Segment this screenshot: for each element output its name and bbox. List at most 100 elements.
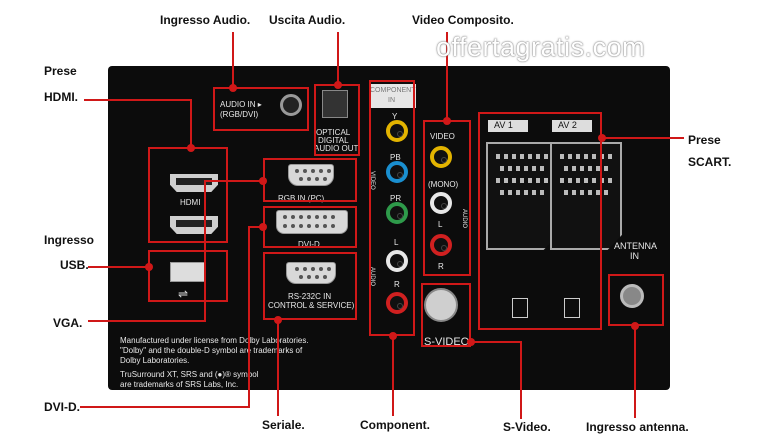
dolby-text-1: Manufactured under license from Dolby La…	[120, 336, 309, 345]
dot-uscita-audio	[334, 81, 342, 89]
scart-av1-port[interactable]	[486, 142, 558, 250]
dot-component	[389, 332, 397, 340]
callout-ingresso-audio: Ingresso Audio.	[160, 13, 251, 27]
composite-video-jack[interactable]	[430, 146, 452, 168]
highlight-rgb-in	[263, 158, 357, 202]
optical-label-2: DIGITAL	[318, 136, 349, 145]
highlight-antenna	[608, 274, 664, 326]
leader-dvi-v	[248, 226, 250, 408]
scart-av2-port[interactable]	[550, 142, 622, 250]
component-audio-l-jack[interactable]	[386, 250, 408, 272]
usb-icon: ⇌	[178, 287, 189, 301]
leader-ingresso-audio	[232, 32, 234, 88]
component-header	[370, 84, 416, 108]
s-video-port[interactable]	[424, 288, 458, 322]
optical-audio-out-port[interactable]	[322, 90, 348, 118]
highlight-component	[369, 80, 415, 336]
dvi-d-port[interactable]	[276, 210, 348, 234]
dot-antenna	[631, 322, 639, 330]
av1-label: AV 1	[494, 120, 513, 130]
callout-prese-scart-1: Prese	[688, 133, 721, 147]
dot-usb	[145, 263, 153, 271]
antenna-connector[interactable]	[620, 284, 644, 308]
callout-ingresso-usb-2: USB.	[60, 258, 89, 272]
optical-label-1: OPTICAL	[316, 128, 351, 137]
callout-dvi-d: DVI-D.	[44, 400, 80, 414]
highlight-audio-in	[213, 87, 309, 131]
component-pr-label: PR	[390, 194, 402, 203]
leader-s-video-h	[471, 341, 521, 343]
composite-l-label: L	[438, 220, 443, 229]
audio-in-label: AUDIO IN ▸	[220, 100, 262, 109]
composite-audio-l-jack[interactable]	[430, 192, 452, 214]
dot-ingresso-audio	[229, 84, 237, 92]
scart-av2-icon	[564, 298, 580, 318]
scart-av1-icon	[512, 298, 528, 318]
rs232c-label-1: RS-232C IN	[288, 292, 332, 301]
callout-s-video: S-Video.	[503, 420, 551, 434]
callout-uscita-audio: Uscita Audio.	[269, 13, 346, 27]
highlight-rs232c	[263, 252, 357, 320]
leader-dvi-h2	[248, 226, 264, 228]
hdmi-port-1[interactable]	[170, 174, 218, 192]
leader-s-video-v	[520, 341, 522, 419]
leader-antenna	[634, 326, 636, 418]
antenna-label-1: ANTENNA	[614, 241, 658, 251]
callout-prese-hdmi-2: HDMI.	[44, 90, 78, 104]
hdmi-label: HDMI	[180, 198, 201, 207]
dot-scart	[598, 134, 606, 142]
leader-seriale	[277, 320, 279, 416]
leader-vga-v	[204, 180, 206, 322]
hdmi-port-2[interactable]	[170, 216, 218, 234]
leader-uscita-audio	[337, 32, 339, 86]
component-y-jack[interactable]	[386, 120, 408, 142]
leader-component	[392, 336, 394, 416]
rgb-in-label: RGB IN (PC)	[278, 194, 325, 203]
component-pb-jack[interactable]	[386, 161, 408, 183]
leader-dvi-h	[80, 406, 250, 408]
composite-video-label: VIDEO	[430, 132, 455, 141]
dolby-text-2: "Dolby" and the double-D symbol are trad…	[120, 346, 303, 355]
highlight-composite	[423, 120, 471, 276]
leader-hdmi-v	[190, 99, 192, 149]
dot-seriale	[274, 316, 282, 324]
dot-hdmi	[187, 144, 195, 152]
leader-usb	[88, 266, 150, 268]
rs232c-port[interactable]	[286, 262, 336, 284]
component-pr-jack[interactable]	[386, 202, 408, 224]
callout-ingresso-usb-1: Ingresso	[44, 233, 95, 247]
callout-ingresso-antenna: Ingresso antenna.	[586, 420, 689, 434]
antenna-label-2: IN	[630, 251, 639, 261]
component-label-2: IN	[388, 97, 395, 104]
leader-hdmi-h	[84, 99, 192, 101]
av1-badge	[488, 120, 528, 132]
leader-video-composito-v	[446, 32, 448, 122]
highlight-hdmi	[148, 147, 228, 243]
component-audio-r-jack[interactable]	[386, 292, 408, 314]
composite-r-label: R	[438, 262, 444, 271]
av2-badge	[552, 120, 592, 132]
av2-label: AV 2	[558, 120, 577, 130]
audio-in-jack[interactable]	[280, 94, 302, 116]
srs-text-2: are trademarks of SRS Labs, Inc.	[120, 380, 239, 389]
leader-vga-h2	[204, 180, 264, 182]
highlight-optical-out	[314, 84, 360, 156]
leader-vga-h	[88, 320, 206, 322]
composite-mono-label: (MONO)	[428, 180, 459, 189]
dot-video-composito	[443, 117, 451, 125]
watermark: offertagratis.com	[436, 32, 646, 62]
optical-label-3: AUDIO OUT	[314, 144, 359, 153]
rgb-in-pc-port[interactable]	[288, 164, 334, 186]
highlight-s-video	[421, 283, 471, 347]
component-y-label: Y	[392, 112, 398, 121]
callout-vga: VGA.	[53, 316, 83, 330]
callout-prese-hdmi-1: Prese	[44, 64, 77, 78]
callout-video-composito: Video Composito.	[412, 13, 514, 27]
component-r-label: R	[394, 280, 400, 289]
composite-audio-r-jack[interactable]	[430, 234, 452, 256]
component-pb-label: PB	[390, 153, 401, 162]
dot-s-video	[467, 338, 475, 346]
rs232c-label-2: CONTROL & SERVICE)	[268, 301, 355, 310]
dot-vga	[259, 177, 267, 185]
srs-text-1: TruSurround XT, SRS and (●)® symbol	[120, 370, 259, 379]
